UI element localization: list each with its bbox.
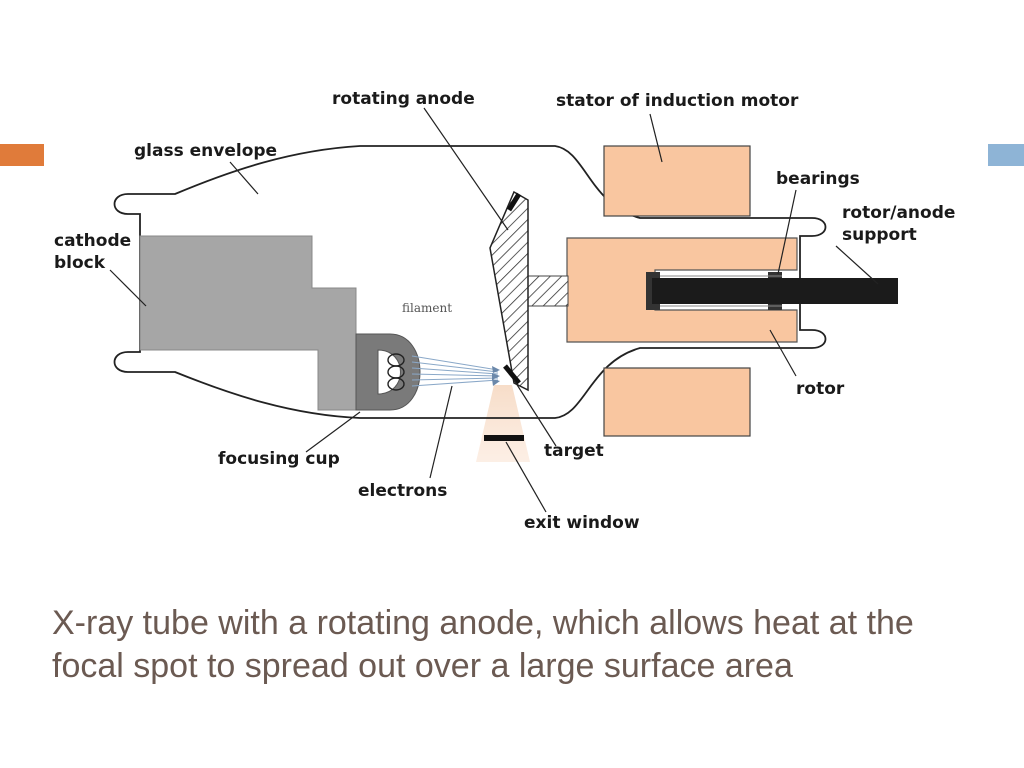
cathode-block <box>139 235 357 411</box>
leader-glass-envelope <box>229 161 259 195</box>
glass-envelope <box>113 145 827 419</box>
label-rotor-support-1: rotor/anode <box>842 203 955 223</box>
rotating-anode <box>489 190 529 392</box>
xray-beam <box>476 385 530 462</box>
right-accent-bar <box>988 144 1024 166</box>
leader-electrons <box>429 385 453 479</box>
xray-tube-diagram: rotating anode stator of induction motor… <box>54 89 955 533</box>
label-filament: filament <box>402 301 452 315</box>
left-accent-bar <box>0 144 44 166</box>
label-target: target <box>544 441 604 461</box>
leader-bearings <box>777 189 797 275</box>
anode-target-bottom <box>503 364 521 385</box>
leader-stator <box>649 113 663 163</box>
label-bearings: bearings <box>776 169 860 189</box>
anode-target-top <box>506 192 522 212</box>
leader-rotating-anode <box>423 107 509 231</box>
label-electrons: electrons <box>358 481 447 501</box>
label-glass-envelope: glass envelope <box>134 141 277 161</box>
leader-cathode <box>109 269 147 307</box>
leader-rotor <box>769 329 797 377</box>
label-rotating-anode: rotating anode <box>332 89 475 109</box>
label-cathode-1: cathode <box>54 231 131 251</box>
stator-top <box>603 145 751 217</box>
stator-bottom <box>603 367 751 437</box>
anode-stem <box>521 275 569 307</box>
label-cathode-2: block <box>54 253 106 273</box>
slide-caption: X-ray tube with a rotating anode, which … <box>52 604 914 685</box>
label-focusing-cup: focusing cup <box>218 449 340 469</box>
label-rotor: rotor <box>796 379 845 399</box>
leader-rotor-support <box>835 245 879 285</box>
leader-exit-window <box>505 441 547 513</box>
leader-target <box>513 379 557 447</box>
filament-coil <box>387 353 405 391</box>
electron-stream <box>411 355 499 387</box>
rotor-support-shaft <box>652 278 898 304</box>
electron-arrowheads <box>492 366 500 386</box>
label-rotor-support-2: support <box>842 225 917 245</box>
label-stator: stator of induction motor <box>556 91 799 111</box>
exit-window <box>484 435 524 441</box>
label-exit-window: exit window <box>524 513 640 533</box>
leader-focusing-cup <box>305 411 361 453</box>
